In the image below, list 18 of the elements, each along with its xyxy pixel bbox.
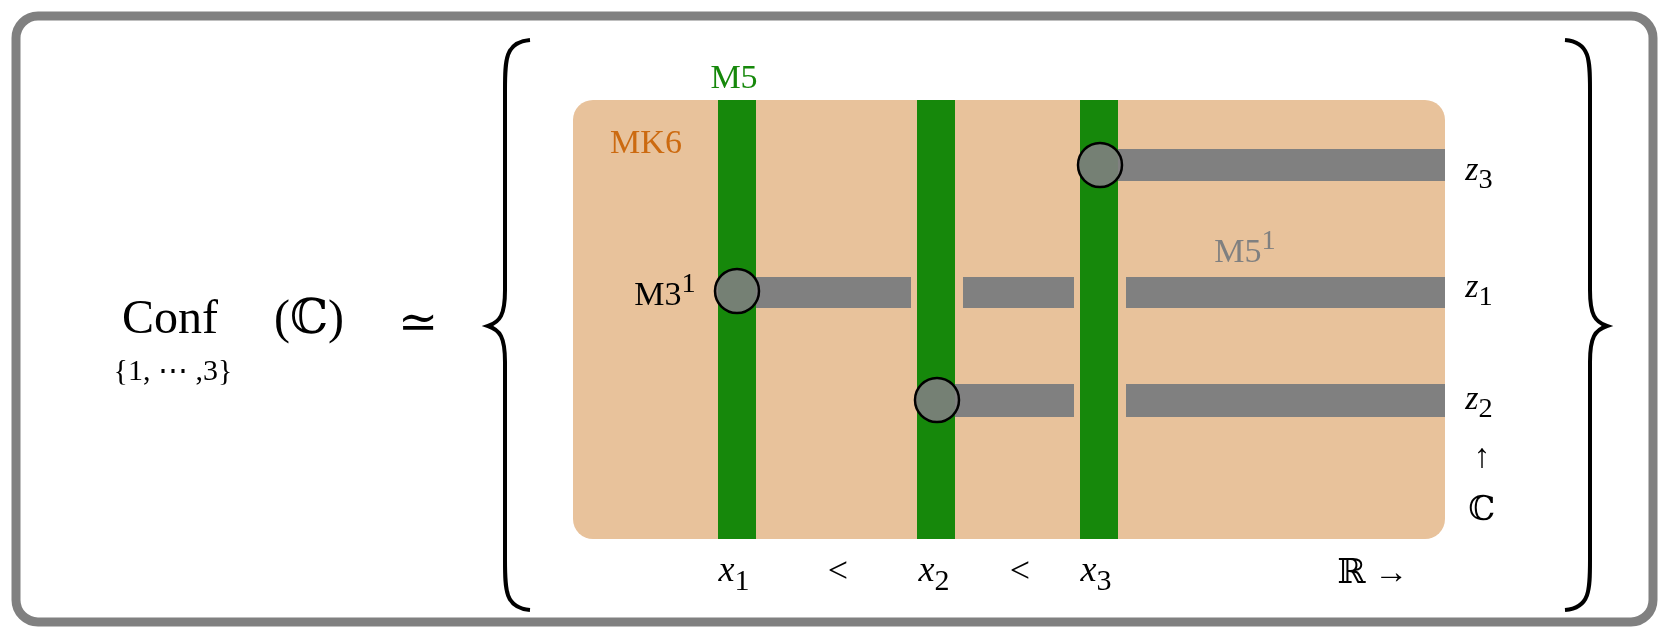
axis-label: ℝ → xyxy=(1337,555,1409,589)
equivalence-symbol: ≃ xyxy=(397,298,439,346)
brane-label: MK6 xyxy=(610,125,682,159)
coordinate-label: z$_{1}$ xyxy=(1465,269,1493,311)
brane-label: M5$^{1}$ xyxy=(1214,226,1276,268)
inequality-symbol: < xyxy=(827,552,849,588)
inequality-symbol: < xyxy=(1009,552,1031,588)
formula-subscript: {1, ⋯ ,3} xyxy=(113,355,233,385)
coordinate-label: z$_{3}$ xyxy=(1465,152,1493,194)
direction-arrow: ↑ xyxy=(1473,439,1491,473)
brane-label: M3$^{1}$ xyxy=(634,269,696,311)
axis-label: ℂ xyxy=(1468,492,1496,526)
formula-text: Conf xyxy=(122,293,218,341)
brane-label: M5 xyxy=(710,60,758,94)
coordinate-label: z$_{2}$ xyxy=(1465,381,1493,423)
coordinate-label: x$_{3}$ xyxy=(1080,551,1112,595)
coordinate-label: x$_{1}$ xyxy=(718,551,750,595)
coordinate-label: x$_{2}$ xyxy=(918,551,950,595)
